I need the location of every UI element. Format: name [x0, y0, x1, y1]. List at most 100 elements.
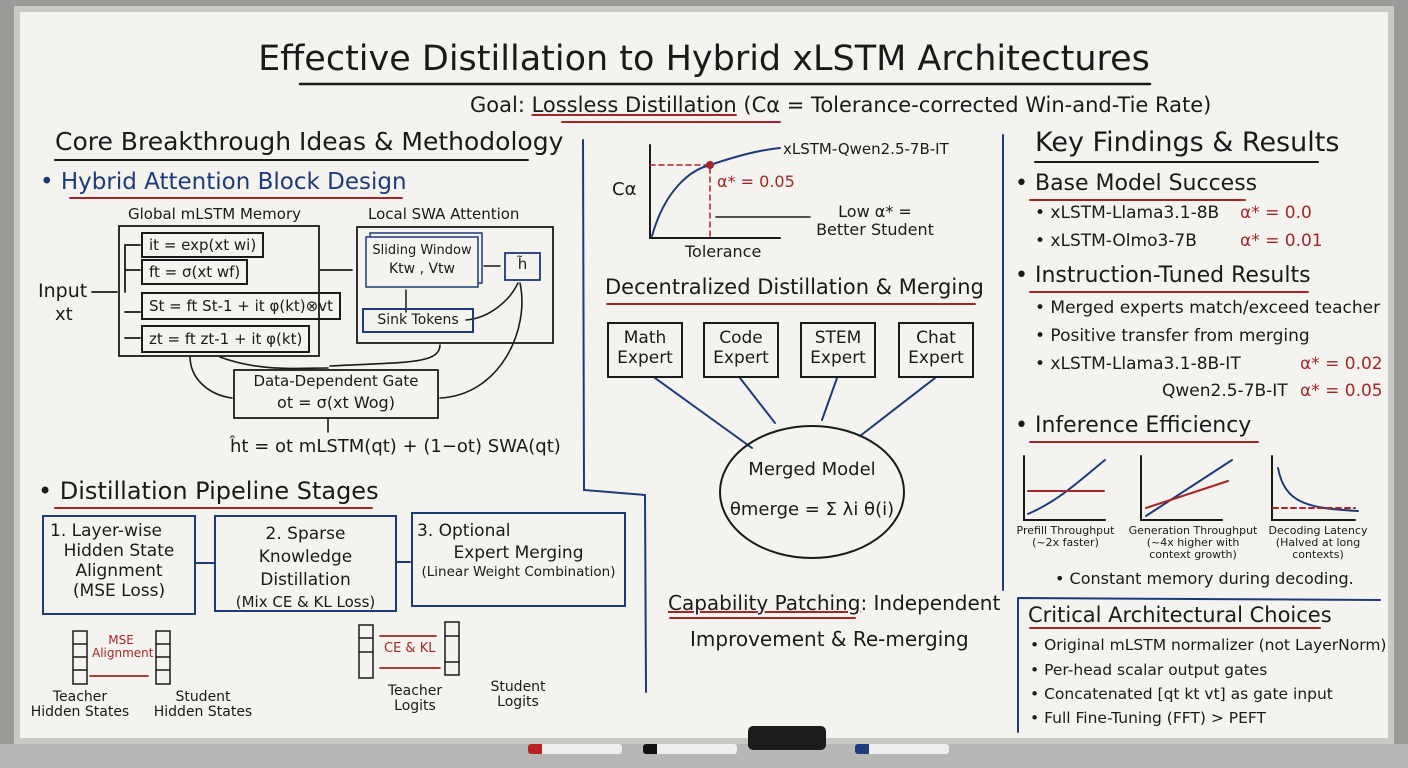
black-marker: [643, 744, 737, 754]
state-eq: St = ft St-1 + it φ(kt)⊗vt: [141, 292, 341, 320]
goal-suffix: (Cα = Tolerance-corrected Win-and-Tie Ra…: [736, 93, 1212, 117]
right-heading: Key Findings & Results: [1035, 127, 1340, 158]
expert-line: Expert: [617, 348, 673, 368]
patching-highlight: Capability Patching: [668, 591, 861, 615]
chart-note: Low α* =Better Student: [805, 203, 945, 238]
chart-alpha-label: α* = 0.05: [717, 172, 795, 191]
efficiency-title: • Inference Efficiency: [1015, 413, 1252, 438]
capability-patching: Capability Patching: Independent: [668, 592, 1000, 614]
forget-gate-eq: ft = σ(xt wf): [141, 259, 249, 285]
base-title: • Base Model Success: [1015, 171, 1258, 196]
stage-1-line: 1. Layer-wise: [50, 521, 163, 541]
eff-label-line: contexts): [1292, 548, 1344, 562]
eff-label-line: context growth): [1149, 548, 1237, 562]
input-var: xt: [55, 304, 73, 325]
chart-note-line: Low α* =: [838, 202, 912, 221]
stage-3-line: 3. Optional: [417, 521, 511, 541]
expert-line: Expert: [908, 348, 964, 368]
gate-title: Data-Dependent Gate: [253, 372, 419, 390]
expert-line: Expert: [810, 348, 866, 368]
eff-label-line: Prefill Throughput: [1016, 524, 1115, 537]
stage-3-box: 3. Optional Expert Merging (Linear Weigh…: [411, 512, 626, 607]
prefill-label: Prefill Throughput(~2x faster): [1008, 524, 1123, 550]
stage-2-line: Distillation: [260, 569, 351, 590]
it-model-alpha: α* = 0.02: [1300, 354, 1383, 374]
hybrid-title: • Hybrid Attention Block Design: [40, 169, 407, 195]
input-label: Input: [38, 280, 88, 302]
local-label: Local SWA Attention: [368, 205, 520, 223]
it-model-name: Qwen2.5-7B-IT: [1162, 381, 1288, 401]
pipeline-title: • Distillation Pipeline Stages: [38, 477, 379, 505]
eff-label-line: (~4x higher with: [1146, 536, 1240, 550]
normalizer-eq: zt = ft zt-1 + it φ(kt): [141, 325, 311, 353]
swa-output-symbol: h̃: [517, 255, 528, 273]
patching-rest: : Independent: [860, 591, 1001, 615]
stage-1-line: Hidden State: [63, 541, 175, 561]
critical-item: • Per-head scalar output gates: [1030, 661, 1268, 679]
sliding-window-label: Sliding Window: [372, 243, 472, 258]
constant-memory: • Constant memory during decoding.: [1055, 569, 1354, 588]
it-item: • Merged experts match/exceed teacher: [1035, 298, 1381, 318]
label-line: Hidden States: [153, 704, 253, 721]
chart-xlabel: Tolerance: [685, 242, 762, 261]
stage-2-line: (Mix CE & KL Loss): [235, 592, 376, 611]
stage-3-line: Expert Merging: [453, 543, 584, 564]
base-item-alpha: α* = 0.0: [1240, 203, 1312, 223]
chart-ylabel: Cα: [612, 179, 637, 200]
output-eq: ĥt = ot mLSTM(qt) + (1−ot) SWA(qt): [230, 436, 561, 457]
label-line: Teacher: [387, 683, 443, 699]
eff-label-line: (~2x faster): [1032, 536, 1099, 550]
stage-1-line: (MSE Loss): [72, 581, 166, 601]
label-line: Hidden States: [30, 704, 130, 721]
board-title: Effective Distillation to Hybrid xLSTM A…: [258, 39, 1150, 79]
kv-label: Ktw , Vtw: [389, 261, 455, 277]
stage-2-box: 2. Sparse Knowledge Distillation (Mix CE…: [214, 515, 397, 612]
critical-item: • Full Fine-Tuning (FFT) > PEFT: [1030, 709, 1266, 727]
critical-item: • Original mLSTM normalizer (not LayerNo…: [1030, 636, 1387, 654]
label-line: Teacher: [52, 689, 108, 705]
left-heading: Core Breakthrough Ideas & Methodology: [55, 127, 564, 156]
critical-title: Critical Architectural Choices: [1028, 603, 1332, 627]
patching-line-2: Improvement & Re-merging: [690, 627, 969, 651]
goal-line: Goal: Lossless Distillation (Cα = Tolera…: [470, 93, 1212, 117]
red-marker: [528, 744, 622, 754]
mse-label-line: Alignment: [92, 646, 154, 661]
label-line: Student: [490, 679, 546, 695]
stage-2-line: 2. Sparse Knowledge: [258, 524, 353, 567]
goal-highlight: Lossless Distillation: [531, 93, 737, 117]
goal-prefix: Goal:: [470, 93, 532, 117]
it-model-name: • xLSTM-Llama3.1-8B-IT: [1035, 354, 1241, 374]
merged-model-title: Merged Model: [748, 459, 876, 480]
expert-line: Expert: [713, 348, 769, 368]
base-item-name: • xLSTM-Llama3.1-8B: [1035, 203, 1220, 223]
ce-kl-label: CE & KL: [384, 641, 436, 656]
it-title: • Instruction-Tuned Results: [1015, 263, 1311, 288]
eff-label-line: (Halved at long: [1275, 536, 1361, 550]
eraser: [748, 726, 826, 750]
gate-eq: ot = σ(xt Wog): [277, 393, 395, 412]
expert-line: Math: [623, 328, 667, 348]
expert-line: STEM: [814, 328, 862, 348]
eff-label-line: Decoding Latency: [1268, 524, 1368, 537]
chart-note-line: Better Student: [816, 219, 934, 239]
merged-model-eq: θmerge = Σ λi θ(i): [729, 499, 895, 520]
stage-3-line: (Linear Weight Combination): [421, 564, 616, 581]
critical-item: • Concatenated [qt kt vt] as gate input: [1030, 685, 1333, 703]
label-line: Student: [175, 689, 231, 705]
input-gate-eq: it = exp(xt wi): [141, 232, 265, 258]
base-item-alpha: α* = 0.01: [1240, 231, 1323, 251]
base-item-name: • xLSTM-Olmo3-7B: [1035, 231, 1197, 251]
eff-label-line: Generation Throughput: [1128, 524, 1258, 537]
merge-title: Decentralized Distillation & Merging: [605, 275, 984, 299]
